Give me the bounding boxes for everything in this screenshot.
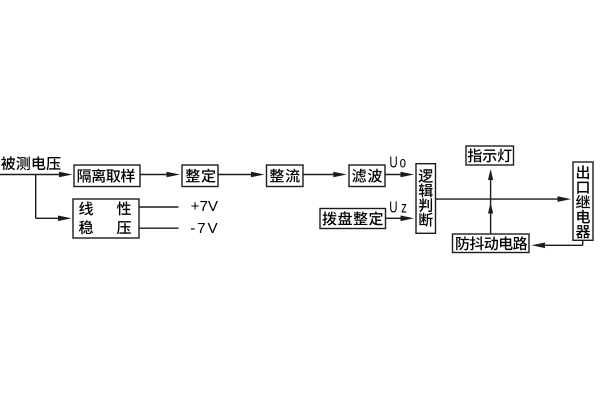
svg-text:Uz: Uz [389,198,407,216]
svg-text:+7V: +7V [191,198,219,215]
svg-text:Uo: Uo [389,153,406,171]
svg-text:-7V: -7V [190,220,218,237]
